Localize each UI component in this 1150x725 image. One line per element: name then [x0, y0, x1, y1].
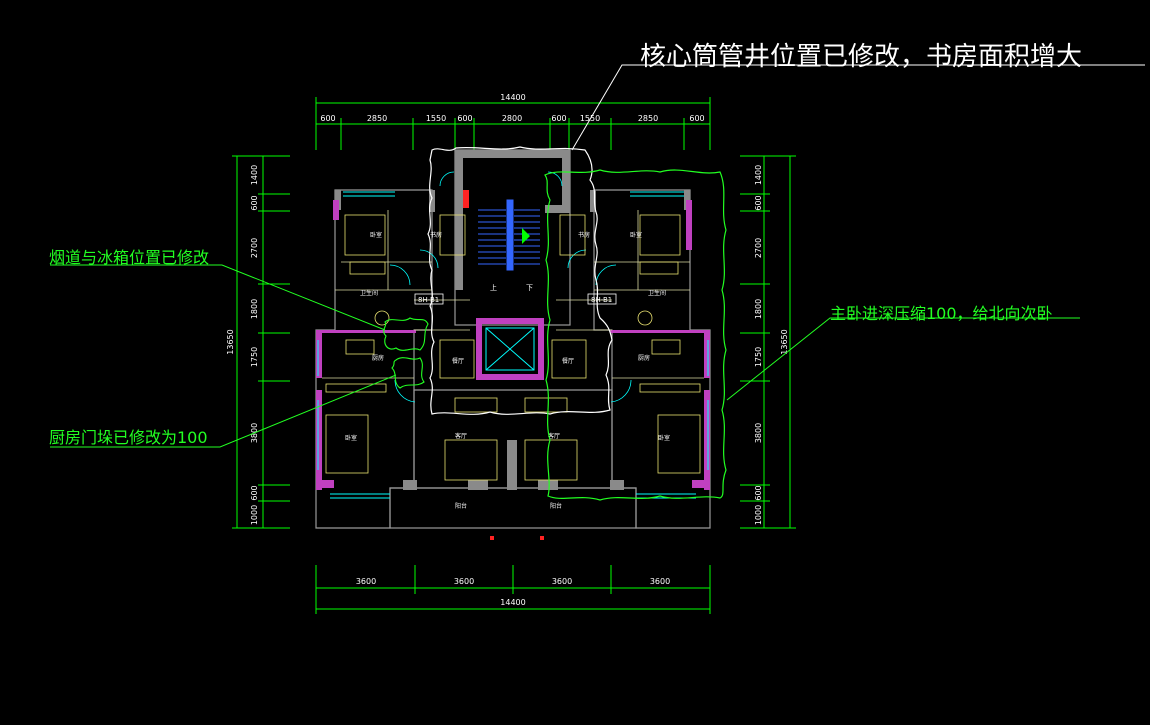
kitchen-door-revision-note: 厨房门垛已修改为100 — [49, 428, 208, 447]
room-label-study: 书房 — [578, 231, 590, 239]
right-seg-label: 2700 — [754, 238, 763, 258]
room-label-living: 客厅 — [548, 432, 560, 440]
master-bedroom-revision-note: 主卧进深压缩100，给北向次卧 — [830, 304, 1053, 323]
left-seg-label: 1400 — [250, 165, 259, 185]
left-seg-label: 1000 — [250, 505, 259, 525]
bottom-dimension-chain — [315, 565, 711, 614]
room-label-balcony: 阳台 — [550, 502, 562, 510]
left-seg-label: 1800 — [250, 299, 259, 319]
room-label-bedroom: 卧室 — [658, 434, 670, 442]
top-seg-label: 1550 — [426, 114, 446, 123]
bottom-seg-label: 3600 — [552, 577, 572, 586]
left-seg-label: 1750 — [250, 347, 259, 367]
room-labels: 卧室 卧室 书房 书房 厨房 厨房 餐厅 餐厅 客厅 客厅 卧室 卧室 阳台 阳… — [345, 231, 670, 510]
right-seg-label: 1800 — [754, 299, 763, 319]
windows — [317, 191, 709, 499]
room-label-dining: 餐厅 — [562, 357, 574, 365]
room-label-bedroom: 卧室 — [345, 434, 357, 442]
flue-revision-cloud — [383, 317, 429, 351]
right-seg-label: 3800 — [754, 423, 763, 443]
red-markers — [463, 190, 544, 540]
core-revision-cloud — [427, 146, 613, 415]
bottom-seg-label: 3600 — [650, 577, 670, 586]
right-seg-label: 1400 — [754, 165, 763, 185]
room-label-balcony: 阳台 — [455, 502, 467, 510]
top-seg-label: 600 — [457, 114, 472, 123]
flue-revision-note: 烟道与冰箱位置已修改 — [49, 248, 210, 267]
room-label-kitchen: 厨房 — [638, 354, 650, 362]
bottom-seg-label: 3600 — [356, 577, 376, 586]
unit-tag-left: 8H-B1 — [418, 296, 439, 304]
right-seg-label: 600 — [754, 485, 763, 500]
unit-tags: 8H-B1 8H-B1 — [414, 293, 617, 305]
bottom-total-label: 14400 — [500, 598, 525, 607]
bottom-seg-label: 3600 — [454, 577, 474, 586]
right-dimension-labels: 1400 600 2700 1800 1750 3800 600 1000 13… — [754, 165, 789, 525]
stair-arrow-icon — [522, 228, 530, 244]
top-seg-label: 600 — [551, 114, 566, 123]
bottom-dimension-labels: 3600 3600 3600 3600 14400 — [356, 577, 670, 607]
left-seg-label: 2700 — [250, 238, 259, 258]
room-label-study: 书房 — [430, 231, 442, 239]
furniture — [325, 214, 701, 481]
elevator-shaft — [485, 327, 535, 371]
top-seg-label: 2850 — [638, 114, 658, 123]
left-seg-label: 600 — [250, 195, 259, 210]
top-seg-label: 600 — [689, 114, 704, 123]
top-seg-label: 2850 — [367, 114, 387, 123]
room-label-living: 客厅 — [455, 432, 467, 440]
right-dimension-chain — [740, 155, 796, 529]
staircase — [478, 199, 540, 271]
room-label-kitchen: 厨房 — [372, 354, 384, 362]
kitchen-door-revision-cloud — [391, 357, 425, 389]
left-seg-label: 600 — [250, 485, 259, 500]
left-dimension-chain — [232, 155, 290, 529]
top-dimension-chain — [315, 97, 711, 150]
interior-partitions — [322, 210, 704, 379]
room-label-bedroom: 卧室 — [370, 231, 382, 239]
unit-tag-right: 8H-B1 — [591, 296, 612, 304]
top-seg-label: 600 — [320, 114, 335, 123]
stair-down-label: 下 — [526, 284, 533, 292]
stair-up-label: 上 — [490, 283, 497, 292]
right-seg-label: 1750 — [754, 347, 763, 367]
master-revision-cloud — [544, 169, 727, 501]
magenta-walls — [316, 200, 710, 490]
room-label-dining: 餐厅 — [452, 357, 464, 365]
top-total-label: 14400 — [500, 93, 525, 102]
room-label-bedroom: 卧室 — [630, 231, 642, 239]
top-dimension-labels: 14400 600 2850 1550 600 2800 600 1550 28… — [320, 93, 704, 123]
right-seg-label: 600 — [754, 195, 763, 210]
left-dimension-labels: 1400 600 2700 1800 1750 3800 600 1000 13… — [226, 165, 259, 525]
left-total-label: 13650 — [226, 329, 235, 354]
right-total-label: 13650 — [780, 329, 789, 354]
leader-lines — [571, 64, 1145, 151]
green-leader-lines — [50, 264, 1080, 448]
core-revision-note: 核心筒管井位置已修改，书房面积增大 — [640, 42, 1083, 72]
room-label-bathroom: 卫生间 — [360, 289, 378, 297]
top-seg-label: 2800 — [502, 114, 522, 123]
room-label-bathroom: 卫生间 — [648, 289, 666, 297]
right-seg-label: 1000 — [754, 505, 763, 525]
